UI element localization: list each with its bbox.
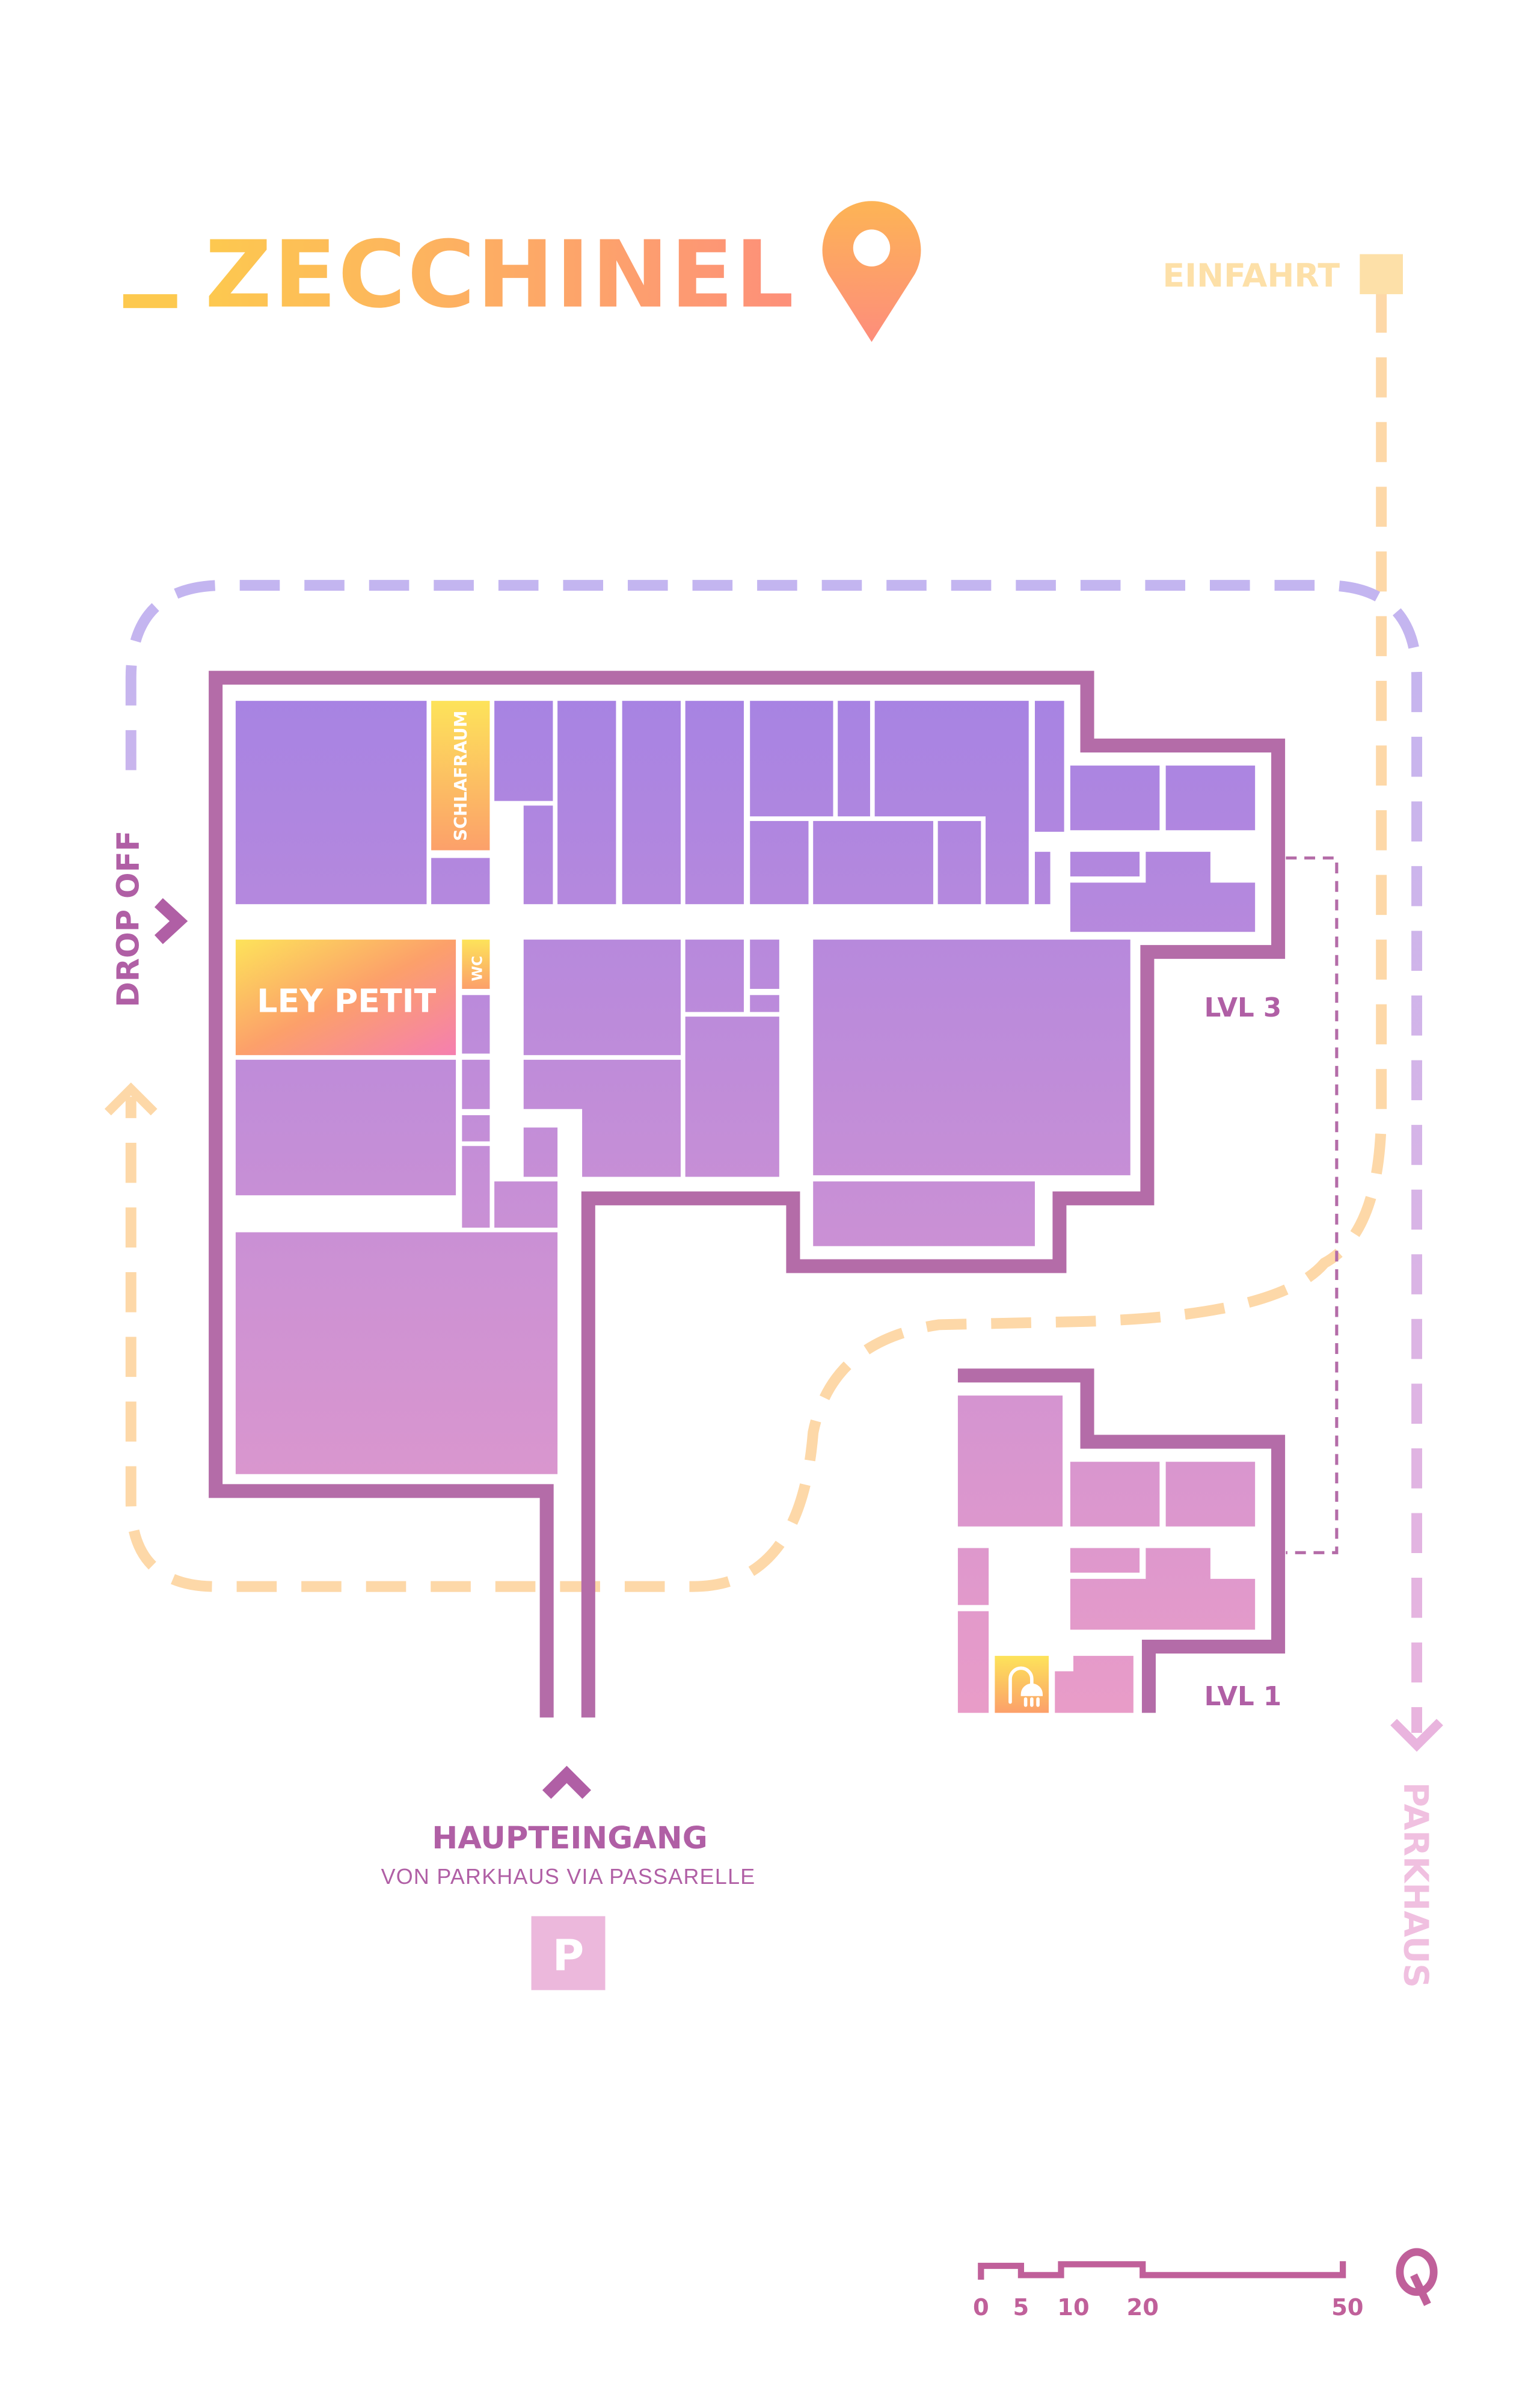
room[interactable] <box>937 820 981 905</box>
room[interactable] <box>523 1127 558 1177</box>
room[interactable] <box>750 701 833 817</box>
level-3-label: LVL 3 <box>1204 993 1282 1023</box>
room[interactable] <box>431 858 490 905</box>
room-schlafraum-label: SCHLAFRAUM <box>451 710 471 841</box>
room[interactable] <box>1165 1462 1256 1527</box>
room[interactable] <box>750 940 779 989</box>
entry-road-label: EINFAHRT <box>1162 256 1340 294</box>
chevron-up-icon <box>542 1765 592 1799</box>
level-1-label: LVL 1 <box>1204 1682 1282 1712</box>
scale-tick: 50 <box>1331 2294 1363 2321</box>
main-entrance-label[interactable]: HAUPTEINGANG <box>432 1820 707 1856</box>
room[interactable] <box>622 701 681 905</box>
scale-tick: 10 <box>1057 2294 1089 2321</box>
q-logo-icon <box>1396 2248 1438 2306</box>
level-3-rooms <box>235 701 1256 1474</box>
room[interactable] <box>462 1146 490 1228</box>
entry-marker <box>1360 254 1403 295</box>
room[interactable] <box>235 701 427 905</box>
main-entrance-subtitle: VON PARKHAUS VIA PASSARELLE <box>381 1865 756 1889</box>
room[interactable] <box>813 1181 1035 1246</box>
room[interactable] <box>1070 1462 1160 1527</box>
parking-route-path <box>125 580 1423 1733</box>
room[interactable] <box>1070 852 1256 932</box>
room-ley-petit[interactable] <box>235 940 456 1056</box>
parking-sign-label: P <box>553 1930 584 1980</box>
parking-garage-label: PARKHAUS <box>1396 1782 1435 1988</box>
room[interactable] <box>557 701 616 905</box>
room[interactable] <box>838 701 870 817</box>
page-title: ZECCHINEL <box>205 221 796 329</box>
scale-tick: 5 <box>1013 2294 1029 2321</box>
room[interactable] <box>1055 1655 1134 1713</box>
room[interactable] <box>494 701 553 801</box>
map-pin-icon <box>822 201 921 342</box>
room[interactable] <box>750 995 779 1012</box>
room-wc[interactable] <box>462 940 490 989</box>
room[interactable] <box>1070 852 1140 877</box>
room[interactable] <box>874 701 1029 905</box>
room[interactable] <box>685 701 744 905</box>
room[interactable] <box>1070 1548 1256 1630</box>
room[interactable] <box>957 1548 989 1605</box>
room[interactable] <box>1034 701 1064 832</box>
scale-bar <box>978 2261 1346 2280</box>
room[interactable] <box>813 820 933 905</box>
room[interactable] <box>957 1611 989 1713</box>
room[interactable] <box>685 940 744 1012</box>
room[interactable] <box>523 940 681 1056</box>
room[interactable] <box>462 995 490 1054</box>
room[interactable] <box>523 1059 681 1177</box>
scale-tick: 0 <box>973 2294 989 2321</box>
drop-off-label: DROP OFF <box>111 830 147 1007</box>
room[interactable] <box>1165 765 1256 831</box>
room[interactable] <box>750 820 809 905</box>
room-ley-petit-label: LEY PETIT <box>257 982 436 1020</box>
parking-sign[interactable] <box>531 1916 606 1990</box>
room[interactable] <box>1034 852 1051 905</box>
room[interactable] <box>957 1395 1063 1527</box>
scale-ticks: 0 5 10 20 50 <box>973 2294 1364 2321</box>
room[interactable] <box>462 1115 490 1142</box>
room[interactable] <box>813 940 1130 1175</box>
arrow-up-icon <box>104 1082 158 1116</box>
room[interactable] <box>494 1181 558 1228</box>
level-3-walls <box>209 671 1286 1718</box>
room[interactable] <box>1070 1548 1140 1573</box>
title-dash <box>123 294 177 309</box>
room[interactable] <box>462 1059 490 1109</box>
room-shower[interactable] <box>995 1655 1049 1713</box>
level-connector <box>1286 856 1339 1554</box>
room[interactable] <box>235 1059 456 1196</box>
room[interactable] <box>1070 765 1160 831</box>
chevron-right-icon <box>154 898 188 944</box>
scale-tick: 20 <box>1126 2294 1158 2321</box>
room[interactable] <box>235 1232 558 1474</box>
room[interactable] <box>523 805 553 905</box>
arrow-down-icon <box>1390 1718 1443 1752</box>
level-1-walls <box>957 1368 1286 1713</box>
shower-icon <box>1008 1666 1043 1707</box>
level-1-rooms <box>957 1395 1256 1713</box>
room[interactable] <box>685 1017 779 1177</box>
room-schlafraum[interactable] <box>431 701 490 851</box>
room-wc-label: WC <box>470 956 486 981</box>
